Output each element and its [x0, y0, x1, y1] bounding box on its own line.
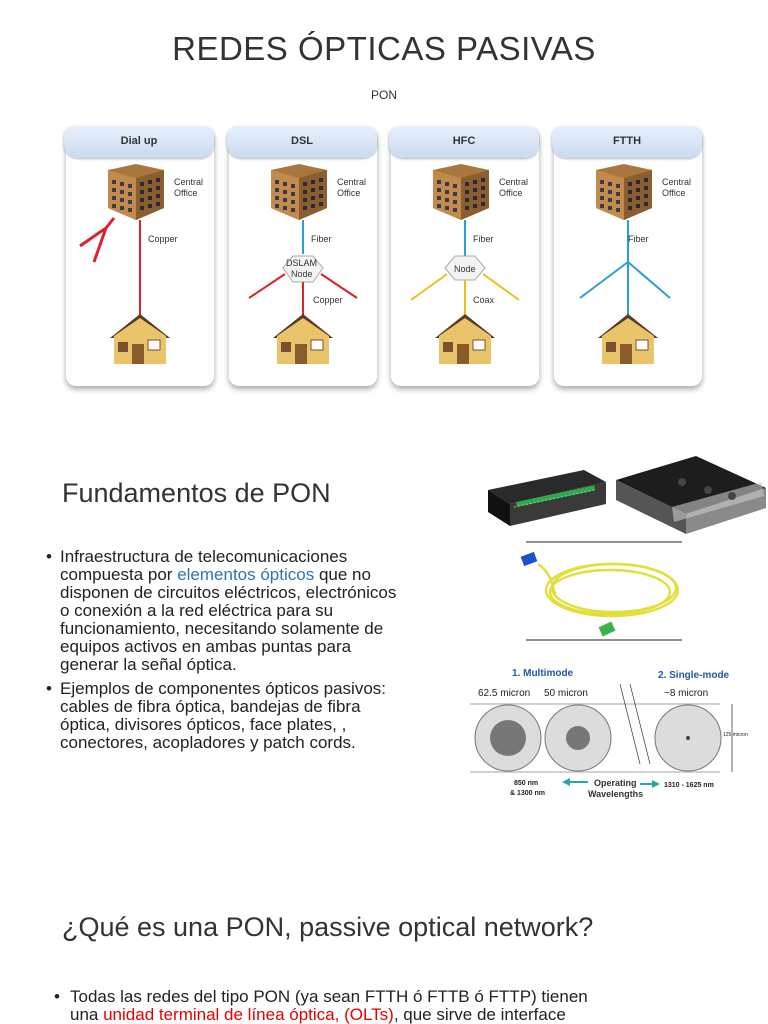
- svg-text:Central: Central: [174, 177, 203, 187]
- fiber-mode-figure: 1. Multimode 2. Single-mode 62.5 micron …: [470, 668, 748, 799]
- svg-text:Wavelengths: Wavelengths: [588, 789, 643, 799]
- svg-text:Fiber: Fiber: [311, 234, 332, 244]
- central-office-building: [271, 164, 327, 220]
- panel-tab: HFC: [389, 126, 539, 158]
- central-office-building: [108, 164, 164, 220]
- singlemode-label: 2. Single-mode: [658, 670, 730, 681]
- house-icon: [273, 314, 333, 364]
- section-heading-que-es-pon: ¿Qué es una PON, passive optical network…: [62, 912, 594, 942]
- bullet-item-pon: • Todas las redes del tipo PON (ya sean …: [54, 987, 588, 1024]
- svg-text:Copper: Copper: [313, 295, 343, 305]
- svg-text:Central: Central: [337, 177, 366, 187]
- house-icon: [435, 314, 495, 364]
- house-icon: [110, 314, 170, 364]
- svg-text:Fiber: Fiber: [628, 234, 649, 244]
- central-office-building: [596, 164, 652, 220]
- fiber-tray-image: [488, 470, 606, 526]
- svg-text:DSLAM: DSLAM: [286, 258, 317, 268]
- svg-text:Coax: Coax: [473, 295, 495, 305]
- svg-text:Office: Office: [174, 188, 197, 198]
- page-title: REDES ÓPTICAS PASIVAS: [172, 30, 596, 67]
- term-olt: unidad terminal de línea óptica, (OLTs): [103, 1005, 394, 1024]
- house-icon: [598, 314, 658, 364]
- svg-text:Office: Office: [662, 188, 685, 198]
- svg-text:62.5 micron: 62.5 micron: [478, 688, 530, 699]
- bullet-item: Infraestructura de telecomunicaciones co…: [46, 548, 466, 674]
- bullet-list-fundamentos: Infraestructura de telecomunicaciones co…: [46, 548, 466, 752]
- svg-text:Central: Central: [499, 177, 528, 187]
- svg-text:Office: Office: [337, 188, 360, 198]
- svg-text:Office: Office: [499, 188, 522, 198]
- fiber-patch-panel-image: [616, 456, 766, 534]
- svg-text:Fiber: Fiber: [473, 234, 494, 244]
- panel-tab: FTTH: [552, 126, 702, 158]
- svg-text:~8 micron: ~8 micron: [664, 688, 708, 699]
- svg-text:Copper: Copper: [148, 234, 178, 244]
- bullet-item: Ejemplos de componentes ópticos pasivos:…: [46, 680, 466, 752]
- svg-text:Node: Node: [291, 269, 313, 279]
- link-elementos-opticos[interactable]: elementos ópticos: [177, 565, 315, 584]
- central-office-building: [433, 164, 489, 220]
- svg-text:Node: Node: [454, 264, 476, 274]
- panel-tab: DSL: [227, 126, 377, 158]
- section-heading-fundamentos: Fundamentos de PON: [62, 478, 331, 508]
- panel-tab: Dial up: [64, 126, 214, 158]
- svg-text:Operating: Operating: [594, 778, 637, 788]
- svg-text:& 1300 nm: & 1300 nm: [510, 790, 545, 797]
- multimode-label: 1. Multimode: [512, 668, 574, 679]
- svg-text:850 nm: 850 nm: [514, 780, 538, 787]
- page-subtitle: PON: [370, 88, 397, 102]
- svg-text:125 micron: 125 micron: [723, 732, 748, 738]
- svg-text:50 micron: 50 micron: [544, 688, 588, 699]
- patch-cord-image: [520, 541, 682, 641]
- svg-text:1310 - 1625 nm: 1310 - 1625 nm: [664, 782, 714, 789]
- svg-text:Central: Central: [662, 177, 691, 187]
